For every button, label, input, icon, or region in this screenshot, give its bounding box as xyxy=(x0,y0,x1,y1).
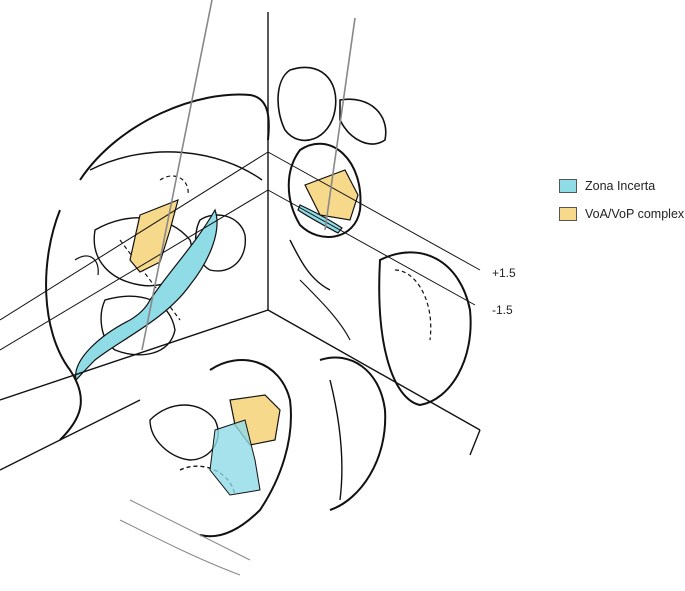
plane-upper-right xyxy=(267,151,481,271)
zona-incerta-region-sagittal xyxy=(75,208,218,382)
trajectory-left xyxy=(141,0,213,351)
legend-item-zona-incerta: Zona Incerta xyxy=(559,176,684,196)
plane-label-lower: -1.5 xyxy=(492,303,513,317)
trajectories xyxy=(141,0,356,351)
zona-incerta-region-axial xyxy=(209,419,261,496)
trajectory-right xyxy=(324,17,356,231)
plane-lower-right xyxy=(267,189,476,306)
legend-item-voa-vop: VoA/VoP complex xyxy=(559,204,684,224)
legend-label-zona-incerta: Zona Incerta xyxy=(585,179,656,193)
plane-label-upper: +1.5 xyxy=(492,266,516,280)
legend-label-voa-vop: VoA/VoP complex xyxy=(585,207,685,221)
coronal-panel xyxy=(277,66,472,407)
box-axes xyxy=(0,12,481,471)
plane-lower-left xyxy=(0,189,269,351)
zona-incerta-swatch xyxy=(559,179,577,193)
voa-vop-region-coronal xyxy=(304,169,359,221)
sagittal-panel xyxy=(45,93,270,441)
plane-lines xyxy=(0,151,481,351)
plane-upper-left xyxy=(0,151,269,321)
voa-vop-region-sagittal xyxy=(129,199,179,273)
voa-vop-swatch xyxy=(559,207,577,221)
legend: Zona Incerta VoA/VoP complex xyxy=(559,176,684,232)
